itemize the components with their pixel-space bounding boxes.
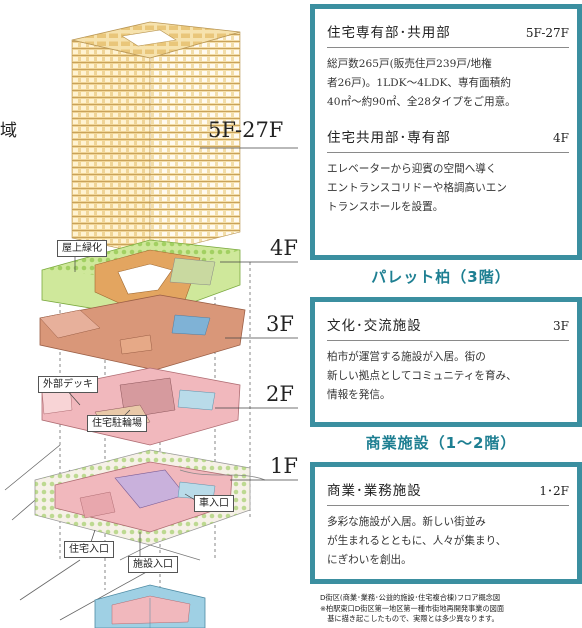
panel-culture-floor: 3F: [553, 319, 569, 333]
callout-outdoor-deck: 外部デッキ: [38, 376, 98, 393]
floor-4f: [41, 239, 241, 319]
panel-culture-header: 文化･交流施設 3F: [327, 314, 569, 341]
panel-residential-floor-2: 4F: [553, 131, 569, 145]
tower-5f-27f: [71, 21, 241, 256]
body-line: 40㎡～約90㎡、全28タイプをご用意。: [327, 96, 516, 108]
basement-level: [94, 584, 206, 628]
body-line: 多彩な施設が入居。新しい街並み: [327, 516, 486, 528]
body-line: トランスホールを設置。: [327, 201, 444, 213]
body-line: 情報を発信。: [327, 389, 391, 401]
panel-commercial-floor: 1･2F: [539, 484, 569, 498]
panel-culture-title: 文化･交流施設: [327, 318, 422, 334]
panel-residential-header-2: 住宅共用部･専有部 4F: [327, 126, 569, 153]
floor-label-2f: 2F: [266, 382, 294, 406]
callout-residential-entrance: 住宅入口: [64, 541, 114, 558]
panel-residential-body-1: 総戸数265戸(販売住戸239戸/地権 者26戸)。1LDK～4LDK、専有面積…: [327, 55, 569, 112]
footnote-note-2: 基に描き起こしたもので、実際とは多少異なります。: [320, 614, 499, 623]
body-line: エレベーターから迎賓の空間へ導く: [327, 163, 497, 175]
floor-concept-diagram: [4, 21, 298, 628]
body-line: 総戸数265戸(販売住戸239戸/地権: [327, 58, 492, 70]
panel-commercial-title: 商業･業務施設: [327, 483, 422, 499]
floor-3f: [39, 294, 246, 371]
body-line: 柏市が運営する施設が入居。街の: [327, 351, 486, 363]
floor-label-5f-27f: 5F-27F: [208, 118, 284, 142]
panel-residential-title-1: 住宅専有部･共用部: [327, 25, 451, 41]
panel-commercial: 商業･業務施設 1･2F 多彩な施設が入居。新しい街並み が生まれるとともに、人…: [310, 462, 582, 584]
floor-label-1f: 1F: [270, 454, 298, 478]
floor-label-leaders: [200, 147, 298, 481]
floor-label-4f: 4F: [270, 236, 298, 260]
body-line: 新しい拠点としてコミュニティを育み、: [327, 370, 517, 382]
left-fragment-text: 域: [0, 121, 17, 141]
floor-label-3f: 3F: [266, 312, 294, 336]
panel-residential-body-2: エレベーターから迎賓の空間へ導く エントランスコリドーや格調高いエン トランスホ…: [327, 160, 569, 217]
panel-commercial-header: 商業･業務施設 1･2F: [327, 479, 569, 506]
panel-residential-title-2: 住宅共用部･専有部: [327, 130, 451, 146]
callout-facility-entrance: 施設入口: [128, 556, 178, 573]
floor-1f: [4, 444, 266, 621]
panel-commercial-body: 多彩な施設が入居。新しい街並み が生まれるとともに、人々が集まり、 にぎわいを創…: [327, 513, 569, 570]
panel-residential: 住宅専有部･共用部 5F-27F 総戸数265戸(販売住戸239戸/地権 者26…: [310, 4, 582, 260]
section-title-commercial: 商業施設（1～2階）: [365, 434, 517, 452]
footnote-caption: D街区(商業･業務･公益的施設･住宅複合棟)フロア概念図: [320, 593, 501, 602]
panel-culture-body: 柏市が運営する施設が入居。街の 新しい拠点としてコミュニティを育み、 情報を発信…: [327, 348, 569, 405]
panel-residential-header-1: 住宅専有部･共用部 5F-27F: [327, 21, 569, 48]
body-line: 者26戸)。1LDK～4LDK、専有面積約: [327, 77, 511, 89]
panel-culture: 文化･交流施設 3F 柏市が運営する施設が入居。街の 新しい拠点としてコミュニテ…: [310, 297, 582, 427]
callout-rooftop-greening: 屋上緑化: [57, 240, 107, 257]
body-line: エントランスコリドーや格調高いエン: [327, 182, 507, 194]
panel-residential-floor-1: 5F-27F: [525, 26, 569, 40]
body-line: が生まれるとともに、人々が集まり、: [327, 535, 507, 547]
footnote-note-1: ※柏駅東口D街区第一地区第一種市街地再開発事業の図面: [320, 604, 505, 613]
callout-residential-bicycle-parking: 住宅駐輪場: [87, 415, 147, 432]
callout-car-entrance: 車入口: [194, 495, 234, 512]
body-line: にぎわいを創出。: [327, 554, 412, 566]
section-title-pallet: パレット柏（3階）: [371, 268, 511, 286]
